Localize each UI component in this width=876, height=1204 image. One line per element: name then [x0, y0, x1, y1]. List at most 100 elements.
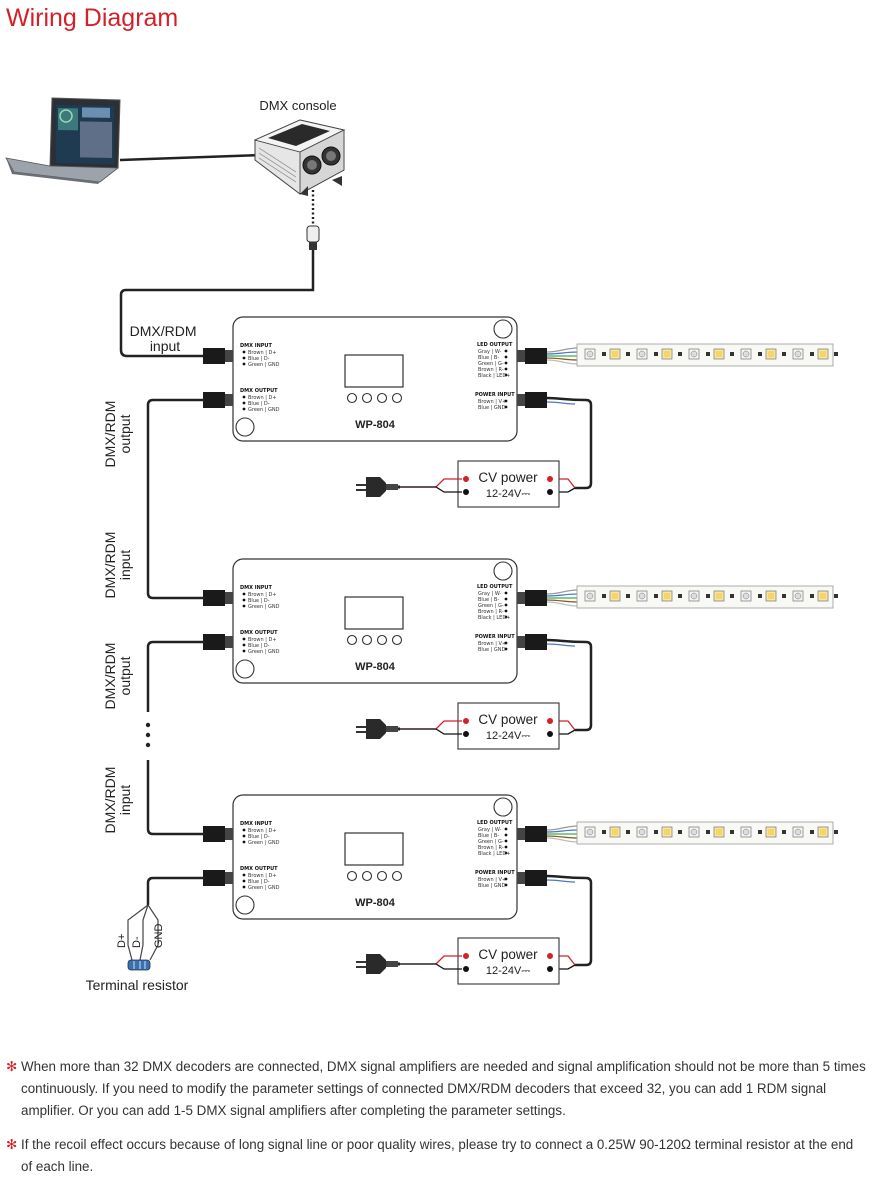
- dmx-input-pin: Green | GND: [248, 604, 280, 610]
- signal-cables: [146, 398, 205, 905]
- led-output-title: LED OUTPUT: [477, 342, 513, 348]
- page-title: Wiring Diagram: [6, 4, 179, 32]
- dmx-input-pin: Green | GND: [248, 840, 280, 846]
- power-input-title: POWER INPUT: [475, 392, 515, 398]
- cv-power-voltage: 12-24V⎓: [486, 488, 530, 500]
- wall-plug-icon: [356, 719, 398, 739]
- dmx-output-pin: Brown | D+: [248, 637, 277, 643]
- note-text: When more than 32 DMX decoders are conne…: [21, 1059, 866, 1118]
- note-1: ✻ When more than 32 DMX decoders are con…: [6, 1056, 868, 1122]
- dmx-rdm-word: DMX/RDM: [102, 767, 118, 834]
- led-output-pin: Green | G-: [478, 603, 504, 609]
- led-output-pin: Green | G-: [478, 361, 504, 367]
- output-word: output: [117, 414, 133, 453]
- power-input-pin: Brown | V+: [478, 399, 506, 405]
- dmx-rdm-word: DMX/RDM: [130, 323, 197, 339]
- terminal-resistor-label: Terminal resistor: [86, 977, 189, 993]
- led-output-pin: Brown | R-: [478, 367, 504, 373]
- led-output-pin: Black | LED+: [478, 373, 510, 379]
- led-wires-3: [546, 825, 579, 843]
- led-output-pin: Blue | B-: [478, 833, 499, 839]
- dmx-input-title: DMX INPUT: [240, 585, 272, 591]
- dmx-output-pin: Green | GND: [248, 649, 280, 655]
- led-strip-3: [577, 822, 838, 844]
- dmx-output-title: DMX OUTPUT: [240, 866, 278, 872]
- cv-power-label: CV power: [478, 712, 538, 727]
- dmx-input-pin: Blue | D-: [248, 598, 270, 604]
- dmx-rdm-word: DMX/RDM: [102, 643, 118, 710]
- led-strip-2: [577, 586, 838, 608]
- note-text: If the recoil effect occurs because of l…: [21, 1137, 854, 1174]
- continuation-dots: [145, 722, 151, 748]
- terminal-resistor: [127, 959, 151, 971]
- dmx-rdm-word: DMX/RDM: [102, 532, 118, 599]
- model-name: WP-804: [355, 897, 396, 909]
- power-input-pin: Blue | GND: [478, 405, 506, 411]
- dmx-output-pin: Blue | D-: [248, 401, 270, 407]
- input-word: input: [117, 785, 133, 815]
- notes: ✻ When more than 32 DMX decoders are con…: [6, 1056, 868, 1190]
- dmx-rdm-input-label-4: DMX/RDMinput: [102, 767, 133, 834]
- dmx-output-title: DMX OUTPUT: [240, 388, 278, 394]
- input-word: input: [117, 550, 133, 580]
- led-output-title: LED OUTPUT: [477, 584, 513, 590]
- laptop: [5, 97, 121, 184]
- dmx-input-pin: Brown | D+: [248, 828, 277, 834]
- dmx-output-pin: Blue | D-: [248, 879, 270, 885]
- led-output-title: LED OUTPUT: [477, 820, 513, 826]
- console-label: DMX console: [259, 98, 336, 113]
- dmx-connectors: [203, 348, 233, 886]
- wall-plug-icon: [356, 477, 398, 497]
- led-output-pin: Gray | W-: [478, 591, 502, 597]
- dmx-output-pin: Brown | D+: [248, 395, 277, 401]
- power-input-title: POWER INPUT: [475, 634, 515, 640]
- led-output-pin: Blue | B-: [478, 355, 499, 361]
- terminal-resistor-wires: [127, 904, 159, 961]
- dmx-input-title: DMX INPUT: [240, 821, 272, 827]
- wall-plug-icon: [356, 954, 398, 974]
- power-input-title: POWER INPUT: [475, 870, 515, 876]
- led-output-pin: Brown | R-: [478, 845, 504, 851]
- led-output-pin: Blue | B-: [478, 597, 499, 603]
- led-wires-1: [546, 347, 579, 365]
- dmx-output-pin: Brown | D+: [248, 873, 277, 879]
- model-name: WP-804: [355, 419, 396, 431]
- dmx-rdm-input-label-top: DMX/RDM input: [130, 323, 201, 354]
- led-wires-2: [546, 589, 579, 607]
- led-output-pin: Gray | W-: [478, 827, 502, 833]
- note-marker-icon: ✻: [6, 1137, 18, 1152]
- power-input-pin: Blue | GND: [478, 647, 506, 653]
- dmx-output-pin: Blue | D-: [248, 643, 270, 649]
- dmx-input-pin: Brown | D+: [248, 350, 277, 356]
- xlr-plug: [306, 225, 320, 256]
- dmx-output-pin: Green | GND: [248, 885, 280, 891]
- led-output-pin: Black | LED+: [478, 851, 510, 857]
- dmx-output-title: DMX OUTPUT: [240, 630, 278, 636]
- dmx-rdm-input-label-2: DMX/RDMinput: [102, 532, 133, 599]
- led-output-pin: Gray | W-: [478, 349, 502, 355]
- led-strip-1: [577, 344, 838, 366]
- dmx-input-title: DMX INPUT: [240, 343, 272, 349]
- power-input-pin: Brown | V+: [478, 641, 506, 647]
- dmx-console: [253, 119, 346, 196]
- dmx-rdm-word: DMX/RDM: [102, 401, 118, 468]
- dmx-rdm-output-label-1: DMX/RDMoutput: [102, 401, 133, 468]
- gnd-label: GND: [153, 924, 165, 949]
- power-input-pin: Blue | GND: [478, 883, 506, 889]
- led-output-pin: Black | LED+: [478, 615, 510, 621]
- dmx-input-pin: Blue | D-: [248, 834, 270, 840]
- d-plus-label: D+: [116, 934, 128, 948]
- output-connectors: [517, 348, 547, 886]
- led-output-pin: Brown | R-: [478, 609, 504, 615]
- power-input-pin: Brown | V+: [478, 877, 506, 883]
- d-minus-label: D-: [131, 936, 143, 948]
- dmx-input-pin: Brown | D+: [248, 592, 277, 598]
- model-name: WP-804: [355, 661, 396, 673]
